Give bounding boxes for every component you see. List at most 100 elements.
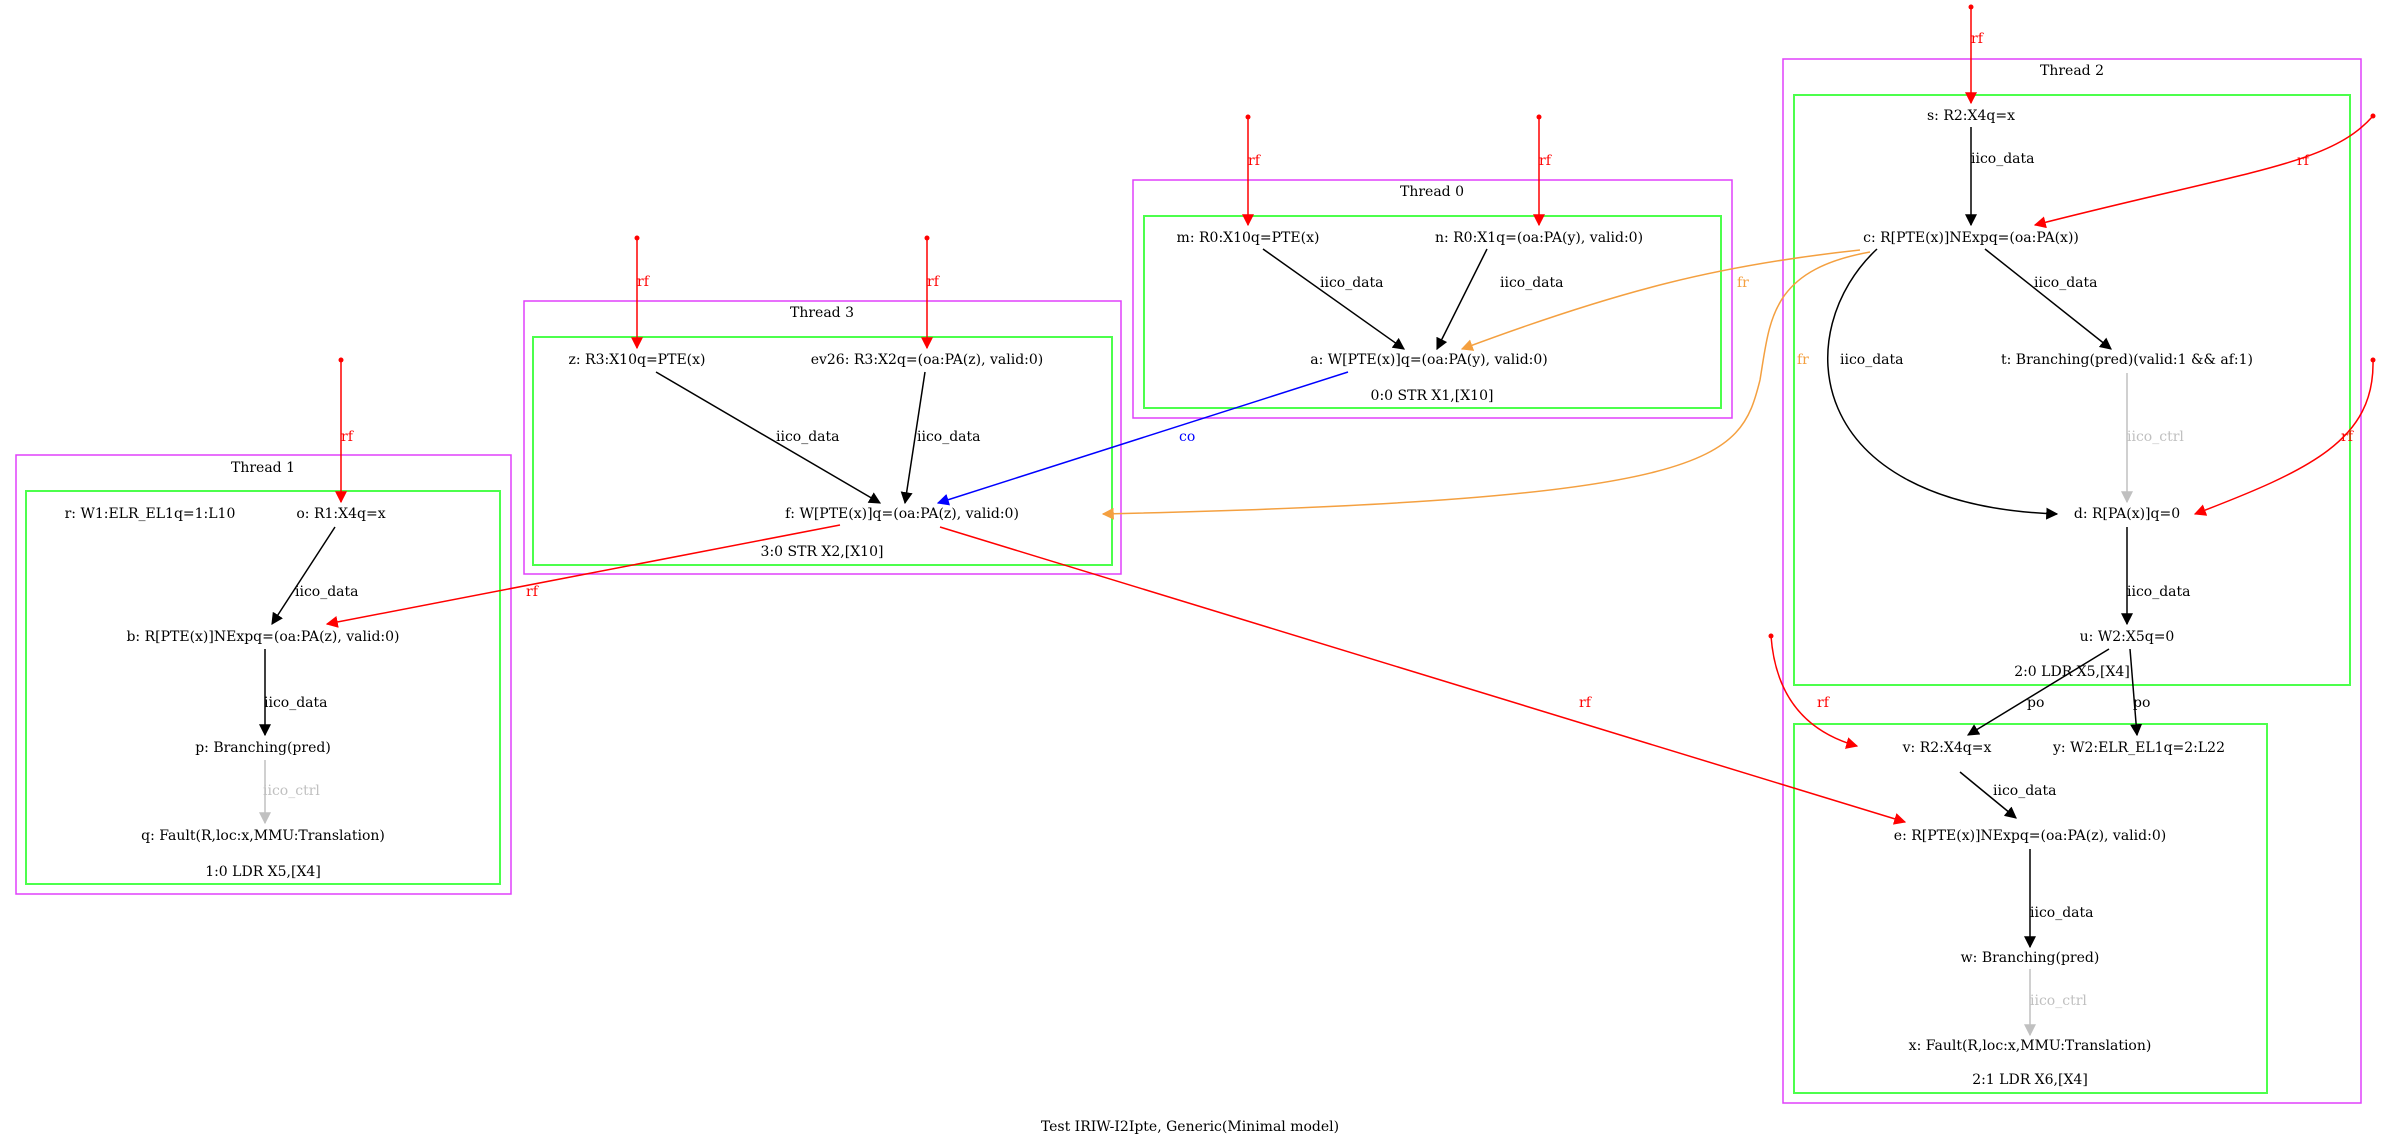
thread-1-cluster: Thread 1 1:0 LDR X5,[X4] xyxy=(15,454,512,895)
edge-label-z-f: iico_data xyxy=(776,429,840,445)
node-n: n: R0:X1q=(oa:PA(y), valid:0) xyxy=(1435,230,1643,246)
edge-c-t xyxy=(1984,248,2112,350)
init-dot-n xyxy=(1536,114,1542,120)
node-v: v: R2:X4q=x xyxy=(1902,740,1992,756)
node-q: q: Fault(R,loc:x,MMU:Translation) xyxy=(141,828,385,844)
edge-v-e xyxy=(1959,771,2017,819)
edge-fr-c-f xyxy=(1101,251,1871,520)
edge-label-u-v: po xyxy=(2027,695,2044,711)
node-ev26: ev26: R3:X2q=(oa:PA(z), valid:0) xyxy=(811,352,1044,368)
co-edges xyxy=(936,371,1349,506)
thread-1-box xyxy=(15,454,512,895)
instr-1-0-label: 1:0 LDR X5,[X4] xyxy=(205,864,321,880)
edge-label-s-c: iico_data xyxy=(1971,151,2035,167)
instr-2-0-box xyxy=(1793,94,2351,686)
edge-rf-init-c xyxy=(2033,115,2374,229)
edge-label-rf-z: rf xyxy=(637,274,651,290)
edge-label-w-x: iico_ctrl xyxy=(2030,993,2087,1009)
edge-fr-c-a xyxy=(1460,249,1861,351)
edge-label-ev26-f: iico_data xyxy=(917,429,981,445)
node-w: w: Branching(pred) xyxy=(1961,950,2100,966)
instr-2-1-label: 2:1 LDR X6,[X4] xyxy=(1972,1072,2088,1088)
edge-label-u-y: po xyxy=(2133,695,2150,711)
thread-0-box xyxy=(1132,179,1733,419)
fr-edges xyxy=(1101,249,1871,520)
edge-label-rf-c: rf xyxy=(2297,153,2311,169)
thread-3-box xyxy=(523,300,1122,575)
diagram-caption: Test IRIW-I2Ipte, Generic(Minimal model) xyxy=(1041,1119,1339,1135)
edge-label-fr-c-f: fr xyxy=(1797,352,1809,368)
node-p: p: Branching(pred) xyxy=(195,740,331,756)
instr-1-0-box xyxy=(25,490,501,885)
iico-data-labels: iico_data iico_data iico_data iico_data … xyxy=(264,151,2191,921)
edge-o-b xyxy=(271,526,336,626)
edge-rf-f-e xyxy=(939,526,1907,825)
thread-0-title: Thread 0 xyxy=(1400,184,1464,200)
edge-rf-init-v xyxy=(1770,635,1859,749)
edge-co-a-f xyxy=(936,371,1349,506)
node-u: u: W2:X5q=0 xyxy=(2080,629,2175,645)
edge-z-f xyxy=(655,371,882,504)
instr-0-0-label: 0:0 STR X1,[X10] xyxy=(1371,388,1494,404)
edge-label-e-w: iico_data xyxy=(2030,905,2094,921)
node-r: r: W1:ELR_EL1q=1:L10 xyxy=(65,506,236,522)
edge-label-rf-ev26: rf xyxy=(927,274,941,290)
node-z: z: R3:X10q=PTE(x) xyxy=(569,352,706,368)
edge-label-v-e: iico_data xyxy=(1993,783,2057,799)
rf-init-dots xyxy=(338,4,2376,639)
edge-label-t-d: iico_ctrl xyxy=(2127,429,2184,445)
edge-rf-init-d xyxy=(2193,359,2374,516)
edge-label-d-u: iico_data xyxy=(2127,584,2191,600)
edge-label-rf-o: rf xyxy=(341,429,355,445)
edge-label-p-q: iico_ctrl xyxy=(263,783,320,799)
node-d: d: R[PA(x)]q=0 xyxy=(2074,506,2180,522)
instr-2-1-box xyxy=(1793,723,2268,1094)
init-dot-c xyxy=(2370,113,2376,119)
edge-label-rf-v: rf xyxy=(1817,695,1831,711)
thread-2-cluster: Thread 2 2:0 LDR X5,[X4] 2:1 LDR X6,[X4] xyxy=(1782,58,2362,1104)
rf-edges xyxy=(325,7,2374,825)
edge-n-a xyxy=(1436,248,1488,351)
edge-label-rf-n: rf xyxy=(1539,153,1553,169)
thread-3-title: Thread 3 xyxy=(790,305,854,321)
init-dot-ev26 xyxy=(924,235,930,241)
iico-ctrl-edges xyxy=(259,373,2133,1037)
edge-m-a xyxy=(1262,248,1405,350)
node-o: o: R1:X4q=x xyxy=(296,506,385,522)
edge-label-rf-m: rf xyxy=(1248,153,1262,169)
init-dot-o xyxy=(338,357,344,363)
init-dot-v xyxy=(1768,633,1774,639)
edge-u-v xyxy=(1966,648,2110,736)
edge-rf-f-b xyxy=(325,524,841,628)
co-labels: co xyxy=(1179,429,1195,445)
instr-3-0-box xyxy=(532,336,1113,566)
node-a: a: W[PTE(x)]q=(oa:PA(y), valid:0) xyxy=(1310,352,1548,368)
edge-c-d xyxy=(1827,248,2059,520)
event-nodes: m: R0:X10q=PTE(x) n: R0:X1q=(oa:PA(y), v… xyxy=(65,108,2253,1054)
rf-labels: rf rf rf rf rf rf rf rf rf rf rf xyxy=(341,31,2355,711)
node-t: t: Branching(pred)(valid:1 && af:1) xyxy=(2001,352,2253,368)
node-m: m: R0:X10q=PTE(x) xyxy=(1177,230,1320,246)
node-f: f: W[PTE(x)]q=(oa:PA(z), valid:0) xyxy=(785,506,1019,522)
thread-2-title: Thread 2 xyxy=(2040,63,2104,79)
edge-label-co-a-f: co xyxy=(1179,429,1195,445)
edge-label-c-d: iico_data xyxy=(1840,352,1904,368)
iico-ctrl-labels: iico_ctrl iico_ctrl iico_ctrl xyxy=(263,429,2184,1009)
instr-3-0-label: 3:0 STR X2,[X10] xyxy=(761,544,884,560)
edge-label-rf-s: rf xyxy=(1971,31,1985,47)
edge-label-n-a: iico_data xyxy=(1500,275,1564,291)
instr-0-0-box xyxy=(1143,215,1722,409)
edge-label-fr-c-a: fr xyxy=(1737,275,1749,291)
edge-label-rf-f-b: rf xyxy=(526,584,540,600)
edge-label-o-b: iico_data xyxy=(295,584,359,600)
edge-label-m-a: iico_data xyxy=(1320,275,1384,291)
thread-1-title: Thread 1 xyxy=(231,460,295,476)
init-dot-d xyxy=(2370,357,2376,363)
edge-label-b-p: iico_data xyxy=(264,695,328,711)
node-y: y: W2:ELR_EL1q=2:L22 xyxy=(2052,740,2225,756)
edge-label-c-t: iico_data xyxy=(2034,275,2098,291)
edge-label-rf-f-e: rf xyxy=(1579,695,1593,711)
edge-ev26-f xyxy=(900,371,926,505)
thread-0-cluster: Thread 0 0:0 STR X1,[X10] xyxy=(1132,179,1733,419)
